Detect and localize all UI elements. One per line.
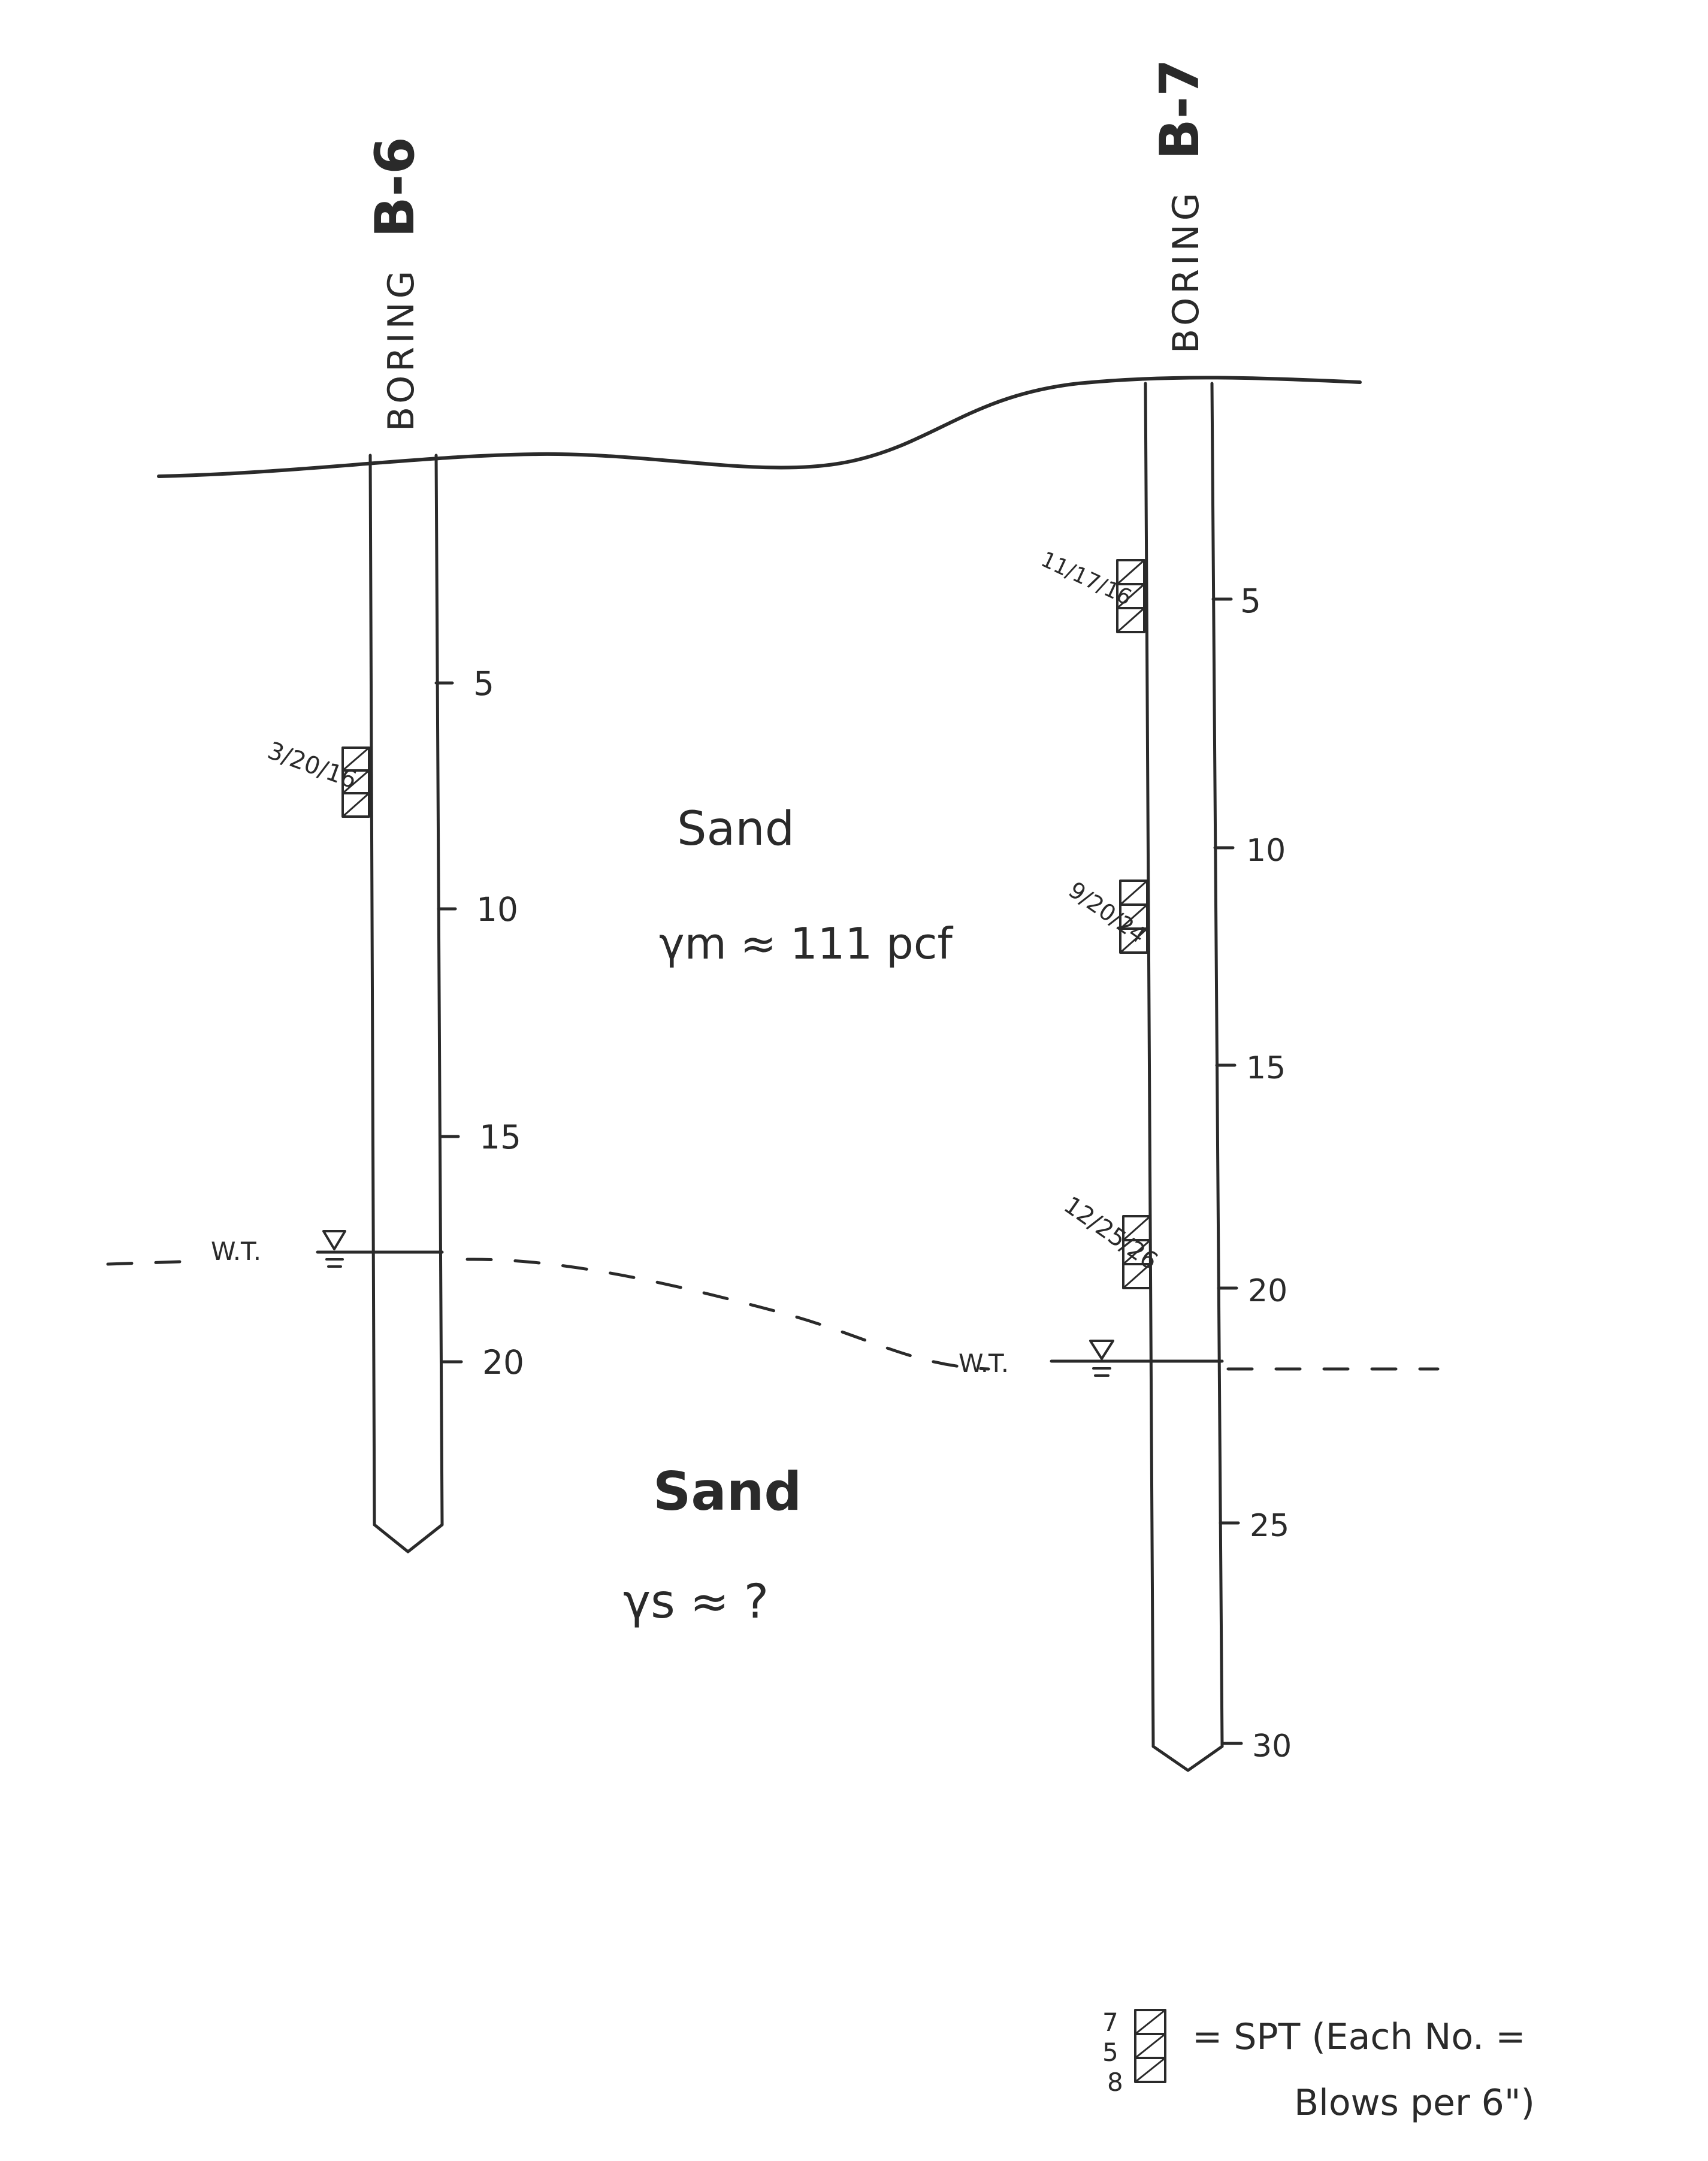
boring-b7-tip bbox=[1151, 1745, 1224, 1772]
water-table-label: W.T. bbox=[211, 1237, 261, 1266]
spt-blow-counts: 12/25/26 bbox=[1059, 1191, 1163, 1276]
spt-sample-b7-2: 9/20/24 bbox=[1064, 877, 1151, 954]
depth-tick-label: 5 bbox=[1240, 582, 1261, 620]
depth-tick-label: 10 bbox=[476, 890, 518, 929]
legend-example-blow-2: 5 bbox=[1102, 2038, 1118, 2067]
boring-b6: BORING B-6 5 10 15 20 3/20/16 bbox=[211, 137, 524, 1553]
depth-tick-label: 25 bbox=[1250, 1508, 1289, 1544]
legend-text-line-2: Blows per 6") bbox=[1294, 2082, 1535, 2124]
upper-layer-unit-weight: γm ≈ 111 pcf bbox=[659, 918, 953, 969]
legend-text-line-1: = SPT (Each No. = bbox=[1192, 2016, 1525, 2058]
spt-sample-b7-3: 12/25/26 bbox=[1059, 1191, 1163, 1289]
ground-surface-line bbox=[157, 376, 1362, 478]
water-table-triangle-icon bbox=[322, 1230, 346, 1250]
upper-soil-layer: Sand γm ≈ 111 pcf bbox=[659, 802, 953, 969]
depth-tick-label: 15 bbox=[479, 1118, 521, 1156]
depth-tick-label: 15 bbox=[1246, 1050, 1286, 1086]
water-table-marker-b7: W.T. bbox=[959, 1340, 1224, 1378]
depth-tick-label: 30 bbox=[1252, 1728, 1292, 1764]
water-table-label: W.T. bbox=[959, 1349, 1009, 1378]
boring-b7-depth-ticks: 5 10 15 20 25 30 bbox=[1211, 582, 1292, 1764]
boring-b7-shaft bbox=[1144, 382, 1224, 1748]
legend-example-blow-3: 8 bbox=[1107, 2068, 1123, 2097]
depth-tick-label: 5 bbox=[473, 664, 494, 703]
spt-blow-counts: 3/20/16 bbox=[264, 737, 361, 794]
boring-b7-label: BORING B-7 bbox=[1148, 59, 1211, 353]
lower-layer-name: Sand bbox=[653, 1461, 802, 1522]
depth-tick-label: 20 bbox=[482, 1343, 524, 1382]
depth-tick-label: 20 bbox=[1248, 1273, 1287, 1309]
legend-example-blow-1: 7 bbox=[1102, 2008, 1118, 2037]
spt-legend: 7 5 8 = SPT (Each No. = Blows per 6") bbox=[1102, 2008, 1535, 2124]
lower-layer-unit-weight: γs ≈ ? bbox=[623, 1575, 769, 1629]
boring-b6-depth-ticks: 5 10 15 20 bbox=[434, 664, 524, 1382]
spt-sample-b6: 3/20/16 bbox=[264, 737, 370, 818]
upper-layer-name: Sand bbox=[677, 802, 794, 856]
water-table-marker-b6: W.T. bbox=[211, 1230, 444, 1268]
boring-b6-tip bbox=[373, 1523, 444, 1553]
boring-b6-label: BORING B-6 bbox=[364, 137, 427, 431]
boring-b6-shaft bbox=[368, 454, 444, 1527]
spt-sample-b7-1: 11/17/16 bbox=[1037, 547, 1145, 633]
lower-soil-layer: Sand γs ≈ ? bbox=[623, 1461, 802, 1629]
depth-tick-label: 10 bbox=[1246, 833, 1286, 869]
water-table-line bbox=[106, 1258, 1440, 1371]
water-table-triangle-icon bbox=[1089, 1340, 1114, 1360]
spt-blow-counts: 11/17/16 bbox=[1037, 547, 1135, 610]
boring-b7: BORING B-7 5 10 15 20 25 30 bbox=[959, 59, 1292, 1772]
